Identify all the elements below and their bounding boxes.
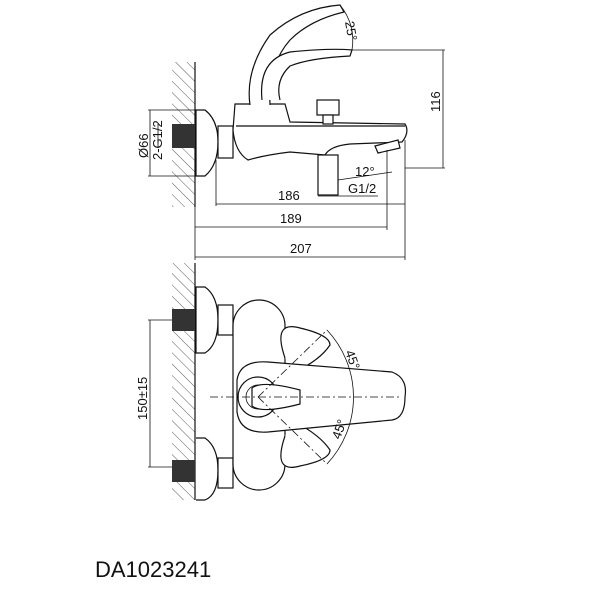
mixer-body: [232, 103, 408, 161]
upper-flange: [195, 286, 219, 354]
model-code: DA1023241: [95, 557, 211, 582]
inlet-thread-label: 2-G1/2: [150, 120, 165, 160]
nut: [217, 125, 234, 159]
spout-angle-label: 12°: [355, 164, 375, 179]
outlet-pipe: [317, 154, 339, 196]
diverter-knob: [316, 99, 340, 116]
angle-down-label: 45°: [329, 417, 350, 441]
outlet-thread-label: G1/2: [348, 181, 376, 196]
flange-diameter-label: Ø66: [136, 133, 151, 158]
length-186-label: 186: [278, 188, 300, 203]
inlet-pipe: [172, 124, 195, 148]
inlet-spacing-label: 150±15: [135, 377, 150, 420]
top-angle-label: 25°: [342, 20, 360, 42]
wall-flange: [195, 109, 219, 177]
front-view: 45° 45° 150±15: [135, 263, 407, 501]
lower-flange: [196, 437, 219, 501]
lever-up-position: [280, 326, 331, 373]
length-189-label: 189: [280, 211, 302, 226]
aerator: [374, 139, 401, 154]
length-207-label: 207: [290, 241, 312, 256]
lever-down-position: [280, 421, 331, 468]
lever: [236, 361, 407, 433]
height-label: 116: [428, 91, 443, 112]
side-view: 116 25° Ø66 2-G1/2 12° G1/2 186 189 207: [136, 4, 445, 260]
rotation-arc: [326, 329, 354, 465]
angle-up-label: 45°: [342, 348, 363, 372]
